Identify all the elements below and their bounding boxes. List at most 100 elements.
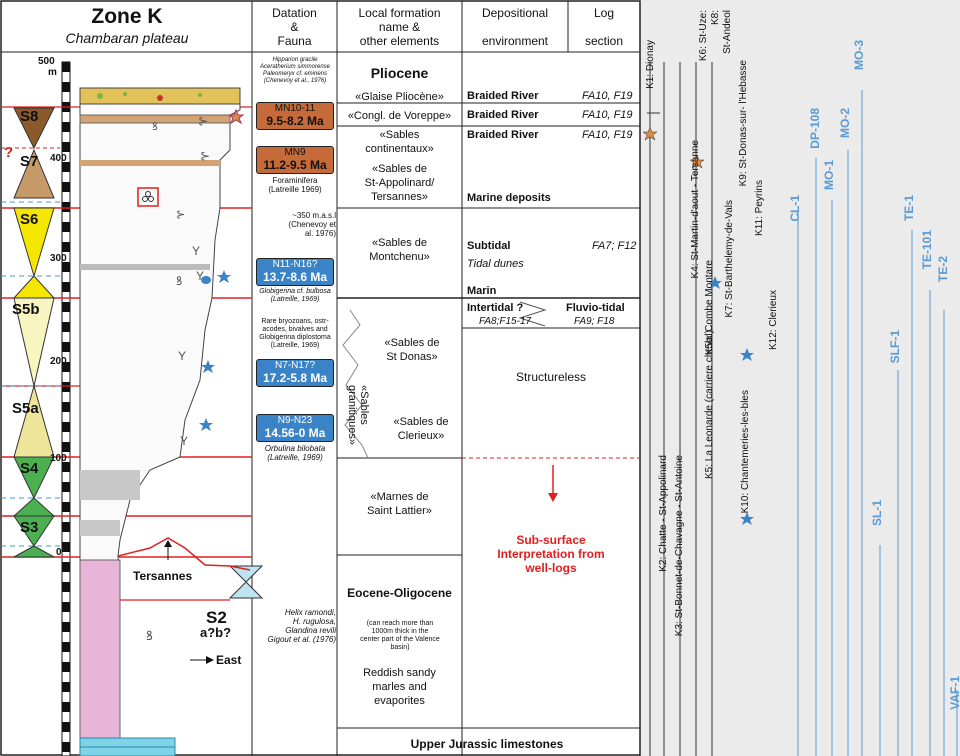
fauna-top: Hipparion gracile Aceratherium simmorens… (259, 57, 331, 84)
s4b-triangle (12, 497, 56, 517)
seq-s2-ab: a?b? (200, 625, 232, 640)
scale-tick (62, 502, 70, 512)
globi-note: Globigerina cf. bulbosa (Latreille, 1969… (259, 288, 331, 303)
n9-age: 14.56-0 Ma (264, 426, 326, 440)
n11-age: 13.7-8.6 Ma (262, 270, 328, 284)
header-datation: Datation & Fauna (272, 6, 317, 48)
log-k9: K9: St-Donas-sur- l'Hebasse (738, 60, 749, 187)
well-vaf1: VAF-1 (948, 676, 960, 710)
n7-box: N7-N17? 17.2-5.8 Ma (256, 359, 334, 387)
svg-text:⊱: ⊱ (198, 114, 208, 128)
n11-label: N11-N16? (272, 259, 318, 270)
s5b-triangle (13, 297, 55, 387)
s4-triangle (13, 456, 55, 500)
seq-s5b: S5b (12, 301, 40, 318)
s3-triangle (13, 515, 55, 547)
scale-400: 400 (50, 153, 67, 164)
svg-text:ꝸ: ꝸ (176, 274, 182, 288)
scale-200: 200 (50, 356, 67, 367)
s3b-triangle (13, 545, 55, 558)
helix-note: Helix ramondi, H. rugulosa, Glandina rev… (267, 608, 336, 644)
scale-tick (62, 622, 70, 632)
f-glaise: «Glaise Pliocène» (355, 91, 444, 103)
log-k11: K11: Peyrins (754, 180, 765, 236)
f-jurassic: Upper Jurassic limestones (410, 737, 564, 751)
f-montchenu: «Sables de Montchenu» (369, 237, 430, 263)
env-subtidal: Subtidal (467, 240, 511, 252)
f-pliocene: Pliocene (370, 65, 429, 81)
foram-note: Foraminifera (Latreille 1969) (268, 176, 322, 194)
scale-tick (62, 62, 70, 72)
well-te101: TE-101 (920, 230, 934, 270)
log-k8: K8: (710, 10, 721, 26)
env-braided-2: Braided River (467, 109, 539, 121)
scale-tick (62, 442, 70, 452)
n7-age: 17.2-5.8 Ma (262, 371, 328, 385)
log-k7: K7: St-Barthelemy-de-Vals (724, 200, 735, 318)
scale-tick (62, 202, 70, 212)
scale-tick (62, 322, 70, 332)
scale-300: 300 (50, 253, 67, 264)
f-eocene: Eocene-Oligocene (347, 586, 452, 600)
scale-tick (62, 262, 70, 272)
s5a-triangle (13, 384, 55, 458)
svg-text:⊱: ⊱ (200, 149, 210, 163)
f-clerieux: «Sables de Clerieux» (393, 416, 449, 442)
s6-triangle (13, 207, 55, 278)
scale-tick (62, 242, 70, 252)
scale-tick (62, 422, 70, 432)
scale-tick (62, 582, 70, 592)
mn1011-box: MN10-11 9.5-8.2 Ma (256, 102, 334, 130)
scale-tick (62, 702, 70, 712)
s6b-triangle (12, 275, 56, 299)
log-k10: K10: Chantemeries-les-bles (740, 390, 751, 514)
logs-panel-bg (640, 0, 960, 756)
east-label: East (216, 653, 242, 667)
env-fa-3: FA10, F19 (582, 129, 633, 141)
scale-tick (62, 562, 70, 572)
scale-tick (62, 462, 70, 472)
rare-note: Rare bryozoans, ostr- acodes, bivalves a… (259, 318, 331, 349)
f-eocene-note: (can reach more than 1000m thick in the … (360, 620, 440, 651)
n11-box: N11-N16? 13.7-8.6 Ma (256, 258, 334, 286)
f-voreppe: «Congl. de Voreppe» (347, 110, 452, 122)
scale-500: 500 (38, 56, 55, 67)
eocene-body (79, 559, 121, 741)
f-sables-cont: «Sables continentaux» (365, 129, 434, 155)
env-fa-2: FA10, F19 (582, 109, 633, 121)
mn1011-age: 9.5-8.2 Ma (266, 114, 324, 128)
scale-0: 0 (56, 547, 62, 558)
scale-tick (62, 122, 70, 132)
env-marin: Marin (467, 285, 497, 297)
env-fa-inter: FA8;F15-17 (479, 316, 532, 327)
f-reddish: Reddish sandy marles and evaporites (363, 667, 436, 707)
scale-tick (62, 302, 70, 312)
scale-tick (62, 382, 70, 392)
well-te1: TE-1 (902, 195, 916, 222)
scale-tick (62, 682, 70, 692)
well-cl1: CL-1 (788, 195, 802, 222)
env-marine: Marine deposits (467, 192, 551, 204)
scale-tick (62, 742, 70, 752)
f-granitiques: «Sables granitiques» (346, 385, 370, 445)
env-fa-sub: FA7; F12 (592, 240, 637, 252)
scale-tick (62, 662, 70, 672)
scale-tick (62, 402, 70, 412)
scale-tick (62, 342, 70, 352)
scale-tick (62, 722, 70, 732)
log-k5b: K5b: Combe Montare (704, 260, 715, 356)
n9-box: N9-N23 14.56-0 Ma (256, 414, 334, 442)
env-fluvio: Fluvio-tidal (566, 302, 625, 314)
seq-s2: S2 (206, 608, 227, 627)
scale-tick (62, 522, 70, 532)
scale-tick (62, 142, 70, 152)
env-structureless: Structureless (515, 370, 587, 384)
well-slf1: SLF-1 (888, 330, 902, 364)
mn9-label: MN9 (284, 147, 306, 158)
header-environment: Depositional environment (481, 6, 549, 48)
env-fa-fluvio: FA9; F18 (574, 316, 615, 327)
s7-triangle (13, 148, 55, 199)
seq-s7: S7 (20, 153, 39, 170)
well-sl1: SL-1 (870, 500, 884, 527)
